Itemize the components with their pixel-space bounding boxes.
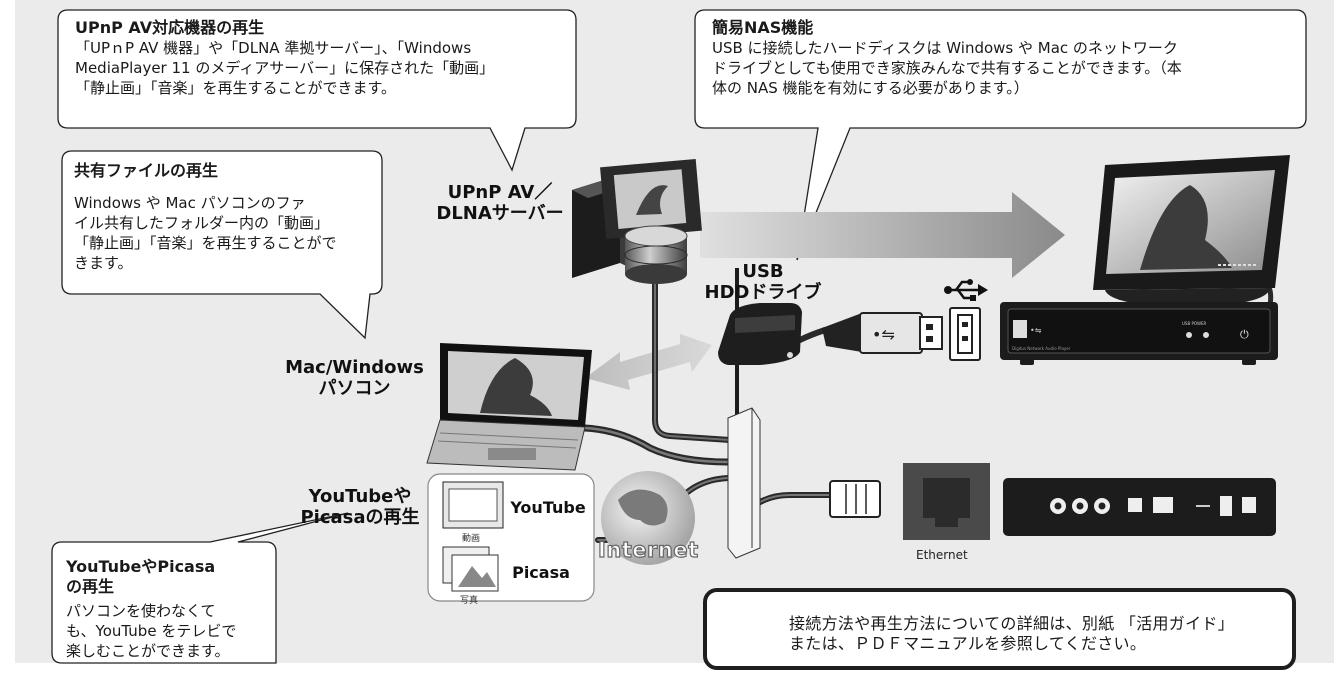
ethernet-port: [903, 463, 990, 540]
callout-youtube-title: YouTubeやPicasa: [66, 557, 216, 576]
callout-shared-line: イル共有したフォルダー内の「動画」: [74, 214, 330, 232]
callout-upnp: UPnP AV対応機器の再生 「UPｎP AV 機器」や「DLNA 準拠サーバー…: [75, 18, 570, 98]
database-icon: [624, 225, 688, 284]
callout-nas-bubble: [694, 9, 1307, 261]
callout-shared-title: 共有ファイルの再生: [74, 161, 219, 180]
callout-nas: 簡易NAS機能 USB に接続したハードディスクは Windows や Mac …: [712, 18, 1302, 98]
youtube-label: YouTube: [510, 498, 586, 517]
ethernet-plug: [829, 480, 881, 518]
callout-shared-line: Windows や Mac パソコンのファ: [74, 194, 306, 212]
double-arrow: [585, 334, 712, 390]
media-player-back: [1003, 478, 1276, 536]
svg-text:•⇋: •⇋: [872, 325, 895, 344]
note-text: 接続方法や再生方法についての詳細は、別紙 「活用ガイド」 または、ＰＤＦマニュア…: [789, 614, 1234, 654]
label-youtube-picasa: YouTubeや Picasaの再生: [290, 486, 430, 528]
video-caption: 動画: [462, 534, 481, 544]
callout-youtube-line: も、YouTube をテレビで: [66, 622, 237, 640]
internet-label: Internet: [597, 537, 699, 562]
photo-caption: 写真: [460, 596, 479, 606]
callout-youtube-title: の再生: [66, 577, 115, 596]
label-line: パソコン: [318, 378, 391, 399]
photo-icon: [442, 546, 499, 592]
label-line: Picasaの再生: [300, 507, 420, 528]
callout-shared-line: 「静止画」「音楽」を再生することがで: [74, 234, 337, 252]
callout-youtube-bubble: [51, 512, 349, 664]
svg-text:•⇋: •⇋: [1030, 326, 1042, 335]
label-pc: Mac/Windows パソコン: [272, 357, 437, 399]
callout-youtube-line: パソコンを使わなくて: [66, 602, 216, 620]
svg-text:Digitus Network Audio Player: Digitus Network Audio Player: [1012, 346, 1071, 351]
label-line: UPnP AV／: [447, 182, 553, 203]
callout-youtube: YouTubeやPicasa の再生 パソコンを使わなくて も、YouTube …: [66, 557, 274, 661]
note-line: 接続方法や再生方法についての詳細は、別紙 「活用ガイド」: [789, 614, 1235, 633]
callout-youtube-line: 楽しむことができます。: [66, 642, 230, 660]
usb-hdd: [718, 303, 802, 365]
callout-upnp-line: 「UPｎP AV 機器」や「DLNA 準拠サーバー」、「Windows: [75, 39, 472, 57]
media-player-front: •⇋ USB POWER ⏻ Digitus Network Audio Pla…: [1000, 302, 1278, 365]
video-frame-icon: [442, 481, 504, 529]
label-line: YouTubeや: [308, 486, 412, 507]
callout-upnp-title: UPnP AV対応機器の再生: [75, 18, 265, 37]
television: [1093, 155, 1290, 308]
stream-arrow: [700, 192, 1065, 278]
label-line: USB: [742, 261, 784, 282]
filmstrip-thumbnail: [600, 158, 702, 240]
laptop: [426, 343, 592, 471]
ethernet-label: Ethernet: [916, 548, 968, 562]
note-box: 接続方法や再生方法についての詳細は、別紙 「活用ガイド」 または、ＰＤＦマニュア…: [703, 588, 1296, 670]
usb-port: [949, 307, 981, 361]
callout-upnp-bubble: [57, 9, 577, 172]
callout-upnp-line: MediaPlayer 11 のメディアサーバー」に保存された「動画」: [75, 59, 495, 77]
label-usb-hdd: USB HDDドライブ: [688, 261, 838, 303]
svg-text:⏻: ⏻: [1240, 328, 1249, 341]
picasa-label: Picasa: [512, 563, 570, 582]
usb-plug: •⇋: [822, 312, 943, 354]
label-line: HDDドライブ: [704, 282, 822, 303]
callout-upnp-line: 「静止画」「音楽」を再生することができます。: [75, 79, 397, 97]
callout-shared-line: きます。: [74, 254, 133, 272]
callout-nas-title: 簡易NAS機能: [712, 18, 814, 37]
internet-globe: [601, 471, 695, 565]
callout-shared: 共有ファイルの再生 Windows や Mac パソコンのファ イル共有したフォ…: [74, 161, 379, 273]
note-line: または、ＰＤＦマニュアルを参照してください。: [789, 634, 1147, 653]
label-upnp-server: UPnP AV／ DLNAサーバー: [430, 182, 570, 224]
svg-text:USB POWER: USB POWER: [1182, 321, 1207, 326]
callout-shared-bubble: [61, 150, 383, 340]
label-line: DLNAサーバー: [436, 203, 564, 224]
callout-nas-line: ドライブとしても使用でき家族みんなで共有することができます。（本: [712, 59, 1182, 77]
callout-nas-line: USB に接続したハードディスクは Windows や Mac のネットワーク: [712, 39, 1178, 57]
callout-nas-line: 体の NAS 機能を有効にする必要があります。）: [712, 79, 1029, 97]
label-line: Mac/Windows: [285, 357, 424, 378]
usb-symbol-icon: [944, 279, 988, 301]
